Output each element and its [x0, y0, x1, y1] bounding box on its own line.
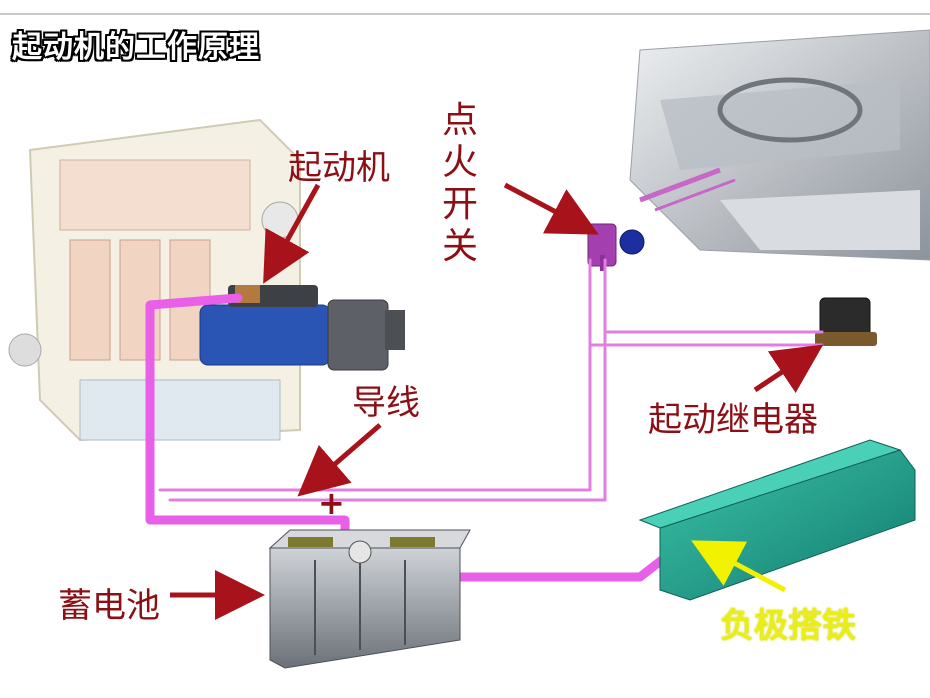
label-ignition-char: 火 — [441, 142, 478, 183]
arrow-wire — [297, 423, 382, 497]
label-ground: 负极搭铁 — [720, 606, 856, 646]
arrow-relay — [753, 344, 824, 393]
arrow-ground — [691, 540, 787, 593]
ground-rail — [638, 439, 916, 601]
label-ignition-char: 关 — [441, 226, 478, 267]
label-ignition-char: 点 — [441, 100, 478, 141]
label-ignition-switch: 点 火 开 关 — [440, 100, 480, 268]
starter-relay — [815, 297, 877, 346]
label-relay: 起动继电器 — [648, 400, 818, 440]
page-title: 起动机的工作原理 — [12, 30, 260, 65]
label-wire: 导线 — [352, 383, 420, 423]
arrow-ignition — [503, 182, 599, 235]
battery-illustration — [268, 529, 471, 669]
label-battery: 蓄电池 — [58, 586, 160, 626]
positive-terminal-mark: + — [318, 484, 345, 522]
starter-motor — [199, 285, 405, 371]
ignition-switch — [587, 223, 645, 271]
label-ignition-char: 开 — [441, 184, 478, 225]
arrow-starter — [263, 183, 321, 284]
car-interior-illustration — [629, 29, 930, 261]
label-starter: 起动机 — [288, 148, 390, 188]
